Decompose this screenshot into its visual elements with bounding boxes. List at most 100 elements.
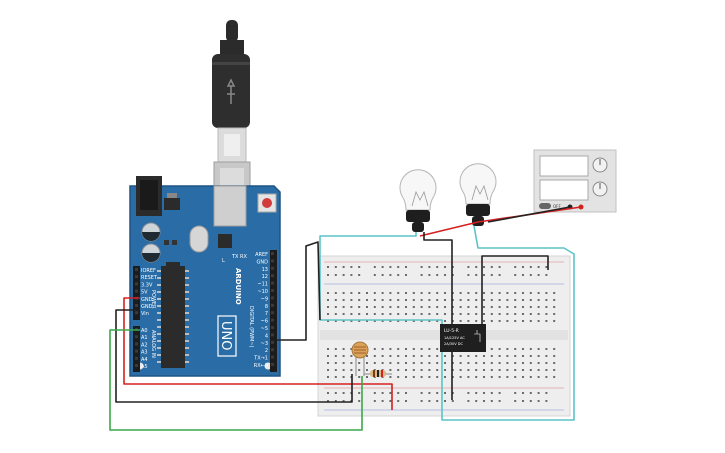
breadboard-hole[interactable] [350,355,353,357]
breadboard-hole[interactable] [545,355,548,357]
breadboard-hole[interactable] [366,355,368,357]
breadboard-hole[interactable] [412,362,415,364]
breadboard-hole[interactable] [420,313,423,315]
breadboard-hole[interactable] [350,292,353,294]
breadboard-hole[interactable] [334,348,337,350]
pin-hole[interactable] [271,311,274,315]
breadboard-hole[interactable] [553,320,556,322]
breadboard-hole[interactable] [506,362,509,364]
breadboard-hole[interactable] [412,306,415,308]
breadboard-hole[interactable] [428,320,431,322]
breadboard-hole[interactable] [467,299,470,301]
breadboard-hole[interactable] [389,369,392,371]
breadboard-hole[interactable] [342,274,345,276]
breadboard-hole[interactable] [381,362,384,364]
breadboard-hole[interactable] [358,376,361,378]
breadboard-hole[interactable] [397,320,400,322]
breadboard-hole[interactable] [405,362,407,364]
breadboard-hole[interactable] [459,376,462,378]
breadboard-hole[interactable] [358,274,361,276]
breadboard-hole[interactable] [475,274,478,276]
breadboard-hole[interactable] [420,320,423,322]
breadboard-hole[interactable] [428,274,431,276]
pin-hole[interactable] [271,363,274,366]
breadboard-hole[interactable] [334,355,337,357]
breadboard-hole[interactable] [483,266,485,268]
breadboard-hole[interactable] [373,299,376,301]
breadboard-hole[interactable] [483,369,485,371]
breadboard-hole[interactable] [498,392,501,394]
breadboard-hole[interactable] [366,292,368,294]
breadboard-hole[interactable] [405,274,407,276]
breadboard-hole[interactable] [350,320,353,322]
breadboard-hole[interactable] [436,400,439,402]
breadboard-hole[interactable] [366,362,368,364]
breadboard-hole[interactable] [436,355,439,357]
breadboard-hole[interactable] [373,320,376,322]
breadboard-hole[interactable] [514,313,517,315]
breadboard-hole[interactable] [327,369,329,371]
breadboard-hole[interactable] [529,320,532,322]
breadboard-hole[interactable] [514,376,517,378]
pin-hole[interactable] [271,259,274,263]
power-supply[interactable]: OFF [533,149,617,213]
breadboard-hole[interactable] [467,362,470,364]
breadboard-hole[interactable] [498,292,501,294]
breadboard-hole[interactable] [529,355,532,357]
breadboard-hole[interactable] [373,313,376,315]
breadboard-hole[interactable] [373,274,376,276]
breadboard-hole[interactable] [405,369,407,371]
breadboard-hole[interactable] [490,299,493,301]
breadboard-hole[interactable] [459,313,462,315]
breadboard-hole[interactable] [436,348,439,350]
breadboard-hole[interactable] [444,392,446,394]
breadboard-hole[interactable] [420,355,423,357]
breadboard-hole[interactable] [459,306,462,308]
breadboard-hole[interactable] [436,292,439,294]
breadboard-hole[interactable] [498,320,501,322]
breadboard-hole[interactable] [397,348,400,350]
relay-module[interactable]: LU-5-R 1A/125V AC 2A/30V DC [440,324,486,352]
breadboard-hole[interactable] [358,299,361,301]
breadboard-hole[interactable] [514,348,517,350]
breadboard-hole[interactable] [397,266,400,268]
breadboard-hole[interactable] [459,369,462,371]
breadboard-hole[interactable] [358,400,361,402]
breadboard-hole[interactable] [444,376,446,378]
breadboard-hole[interactable] [327,306,329,308]
breadboard-hole[interactable] [389,306,392,308]
breadboard-hole[interactable] [405,376,407,378]
pin-hole[interactable] [135,304,138,307]
breadboard-hole[interactable] [334,392,337,394]
breadboard-hole[interactable] [490,313,493,315]
breadboard-hole[interactable] [342,292,345,294]
photoresistor[interactable] [351,341,369,376]
breadboard-hole[interactable] [459,362,462,364]
breadboard-hole[interactable] [420,400,423,402]
breadboard-hole[interactable] [444,362,446,364]
breadboard-hole[interactable] [514,299,517,301]
breadboard-hole[interactable] [553,376,556,378]
breadboard-hole[interactable] [342,348,345,350]
breadboard-hole[interactable] [334,266,337,268]
breadboard-hole[interactable] [537,348,540,350]
breadboard-hole[interactable] [350,369,353,371]
breadboard-hole[interactable] [358,306,361,308]
breadboard-hole[interactable] [522,313,524,315]
breadboard-hole[interactable] [358,320,361,322]
breadboard-hole[interactable] [350,306,353,308]
breadboard-hole[interactable] [490,362,493,364]
breadboard-hole[interactable] [428,392,431,394]
breadboard-hole[interactable] [490,292,493,294]
breadboard-hole[interactable] [373,348,376,350]
breadboard-hole[interactable] [420,348,423,350]
breadboard-hole[interactable] [428,348,431,350]
breadboard-hole[interactable] [389,362,392,364]
breadboard-hole[interactable] [529,274,532,276]
breadboard-hole[interactable] [327,266,329,268]
wire-red-5v-rail[interactable] [123,297,393,410]
breadboard-hole[interactable] [467,274,470,276]
breadboard-hole[interactable] [451,400,454,402]
breadboard-hole[interactable] [475,369,478,371]
breadboard-hole[interactable] [358,369,361,371]
